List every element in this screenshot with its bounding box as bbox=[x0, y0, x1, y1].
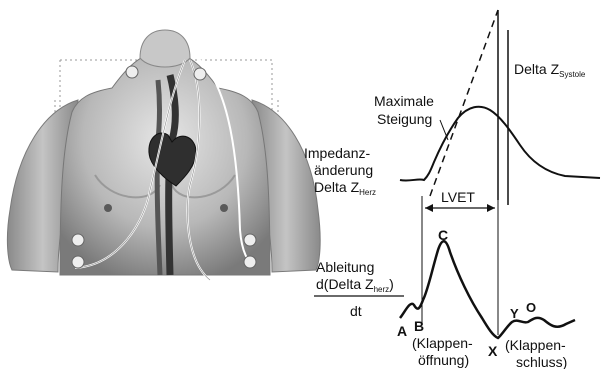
label-impedanz-2: änderung bbox=[314, 162, 373, 178]
label-impedanz-3: Delta ZHerz bbox=[314, 179, 376, 197]
label-maximale: Maximale bbox=[374, 93, 434, 109]
point-a-label: A bbox=[397, 323, 407, 339]
torso-illustration-icon bbox=[7, 30, 320, 280]
point-o-label: O bbox=[526, 300, 536, 315]
max-slope-pointer bbox=[440, 120, 448, 140]
point-b-label: B bbox=[414, 318, 424, 334]
vena-cava bbox=[157, 80, 160, 275]
label-derivative-numerator: d(Delta Zherz) bbox=[316, 276, 394, 294]
lvet-arrowhead-right bbox=[487, 204, 495, 212]
point-y-label: Y bbox=[510, 306, 519, 321]
impedance-curve-group bbox=[400, 10, 600, 335]
label-impedanz-1: Impedanz- bbox=[304, 145, 370, 161]
label-dt: dt bbox=[350, 303, 362, 319]
derivative-curve bbox=[400, 241, 575, 338]
label-klappen-schluss-1: (Klappen- bbox=[505, 337, 566, 353]
left-nipple bbox=[104, 204, 112, 212]
label-klappen-schluss-2: schluss) bbox=[516, 354, 567, 369]
lvet-arrowhead-left bbox=[425, 204, 433, 212]
label-klappen-oeffnung-2: öffnung) bbox=[418, 352, 469, 368]
max-slope-tangent bbox=[430, 10, 498, 196]
derivative-curve-group bbox=[400, 241, 575, 338]
label-klappen-oeffnung-1: (Klappen- bbox=[412, 335, 473, 351]
point-c-label: C bbox=[438, 227, 448, 243]
label-delta-z-systole: Delta ZSystole bbox=[514, 61, 586, 79]
point-x-label: X bbox=[488, 343, 498, 359]
neck bbox=[140, 30, 190, 67]
label-steigung: Steigung bbox=[377, 111, 432, 127]
right-nipple bbox=[220, 204, 228, 212]
label-ableitung: Ableitung bbox=[316, 259, 374, 275]
label-lvet: LVET bbox=[441, 189, 475, 205]
